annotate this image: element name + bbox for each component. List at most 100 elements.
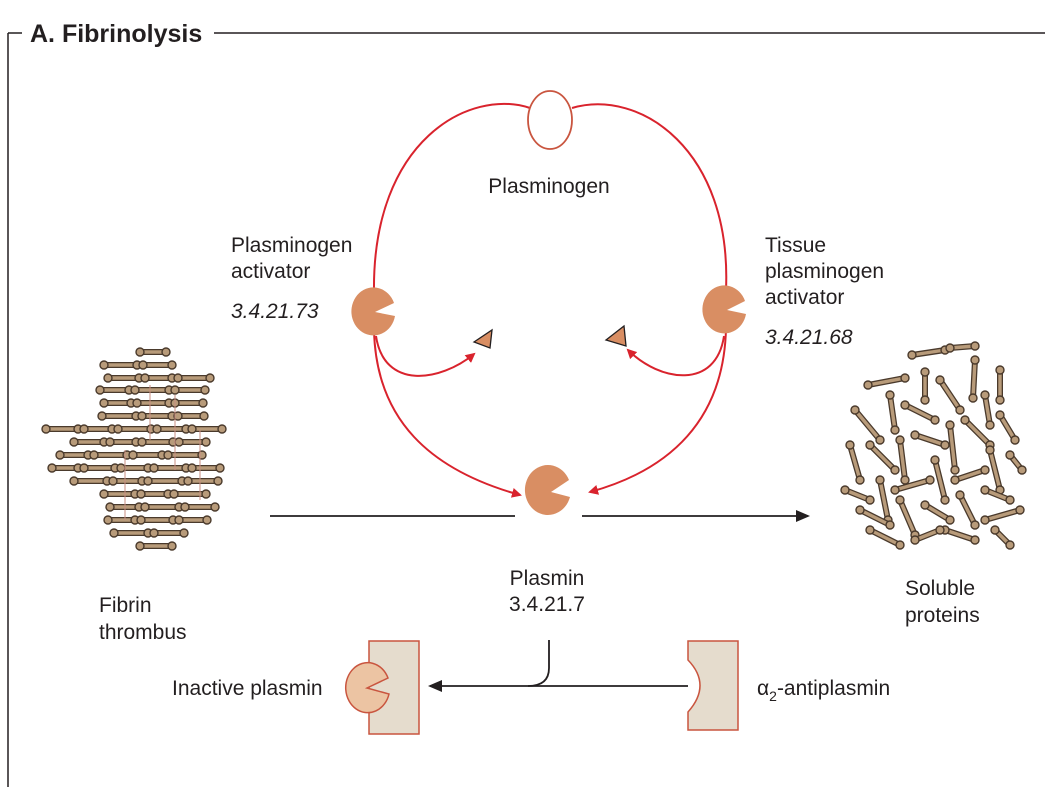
soluble-protein-fragment — [946, 342, 979, 352]
fibrin-fiber — [109, 477, 146, 485]
fibrin-fiber — [42, 425, 82, 433]
fibrin-fiber — [188, 464, 224, 472]
fibrin-fiber — [104, 516, 139, 524]
soluble-protein-fragment — [936, 376, 964, 414]
fibrin-fiber — [100, 490, 139, 498]
plasminogen-activator-enzyme — [351, 287, 395, 335]
plasminogen-activator-label: Plasminogen activator — [231, 234, 358, 283]
fibrin-thrombus-label: Fibrin thrombus — [99, 594, 187, 644]
fibrin-fiber — [80, 425, 116, 433]
inactive-complex-inhibitor — [369, 641, 419, 734]
left-cleaved-fragment — [474, 330, 492, 348]
soluble-protein-fragment — [896, 436, 909, 484]
fibrin-fiber — [144, 477, 186, 485]
fibrin-fiber — [136, 348, 170, 356]
plasmin-enzyme — [525, 465, 570, 515]
fibrin-fiber — [100, 361, 141, 369]
soluble-proteins-label: Soluble proteins — [905, 577, 981, 627]
fibrin-fiber — [48, 464, 82, 472]
fibrin-fiber — [174, 412, 208, 420]
fibrin-fiber — [137, 490, 172, 498]
plasmin-joins-inhibition-curve — [528, 640, 549, 686]
soluble-protein-fragment — [981, 506, 1024, 524]
soluble-protein-fragment — [991, 526, 1014, 549]
plasmin-label: Plasmin — [510, 567, 585, 590]
left-activation-arrow — [374, 330, 520, 495]
plasminogen-label: Plasminogen — [488, 175, 609, 198]
soluble-protein-fragment — [866, 441, 899, 474]
plasminogen-circle — [528, 91, 572, 149]
soluble-protein-fragment — [846, 441, 864, 484]
soluble-protein-fragment — [864, 374, 909, 389]
plasminogen-activator-ec: 3.4.21.73 — [231, 300, 319, 323]
soluble-protein-fragment — [996, 366, 1004, 404]
soluble-protein-fragment — [886, 391, 899, 434]
fibrin-fiber — [138, 438, 177, 446]
fibrin-fiber — [137, 516, 177, 524]
tissue-plasminogen-activator-label: Tissue plasminogen activator — [765, 234, 890, 309]
fibrin-fiber — [98, 412, 140, 420]
soluble-protein-fragment — [841, 486, 874, 504]
soluble-protein-fragment — [851, 406, 884, 444]
fibrin-fiber — [136, 542, 176, 550]
fibrin-fiber — [175, 516, 211, 524]
fibrin-fiber — [106, 438, 140, 446]
fibrin-fiber — [184, 477, 222, 485]
fibrin-fiber — [174, 374, 214, 382]
fibrin-fiber — [110, 529, 152, 537]
soluble-protein-fragment — [996, 411, 1019, 444]
fibrin-fiber — [150, 464, 190, 472]
fibrin-fiber — [70, 477, 111, 485]
soluble-protein-fragment — [921, 368, 929, 404]
soluble-protein-fragment — [896, 496, 919, 539]
fibrin-fiber — [131, 386, 173, 394]
fibrin-thrombus — [42, 348, 226, 550]
tissue-plasminogen-activator-ec: 3.4.21.68 — [765, 326, 853, 349]
fibrin-fiber — [80, 464, 119, 472]
fibrin-fiber — [175, 438, 210, 446]
fibrin-fiber — [133, 399, 173, 407]
soluble-protein-fragment — [911, 431, 949, 449]
fibrin-fiber — [139, 361, 176, 369]
soluble-protein-fragment — [901, 401, 939, 424]
fibrin-fiber — [141, 374, 176, 382]
soluble-protein-fragment — [908, 346, 949, 359]
fibrin-fiber — [70, 438, 108, 446]
soluble-protein-fragment — [969, 356, 979, 402]
fibrin-fiber — [104, 374, 143, 382]
soluble-protein-fragment — [1006, 451, 1026, 474]
plasmin-ec: 3.4.21.7 — [509, 593, 585, 616]
section-title: A. Fibrinolysis — [30, 20, 202, 48]
soluble-protein-fragment — [921, 501, 954, 524]
fibrin-fiber — [171, 386, 209, 394]
fibrin-fiber — [170, 490, 210, 498]
right-fragment-arrow — [628, 336, 724, 375]
fibrin-fiber — [141, 503, 183, 511]
fibrin-fiber — [129, 451, 166, 459]
antiplasmin-label: α2-antiplasmin — [757, 677, 890, 704]
right-cleaved-fragment — [606, 326, 626, 346]
soluble-protein-fragment — [956, 491, 979, 529]
soluble-protein-fragment — [891, 476, 934, 494]
fibrin-fiber — [181, 503, 219, 511]
tissue-plasminogen-activator-enzyme — [702, 285, 746, 333]
fibrin-fiber — [56, 451, 92, 459]
antiplasmin-inhibitor-shape — [688, 641, 738, 730]
fibrin-fiber — [138, 412, 176, 420]
soluble-protein-fragment — [866, 526, 904, 549]
fibrin-fiber — [153, 425, 190, 433]
soluble-protein-fragment — [981, 391, 994, 429]
fibrin-fiber — [150, 529, 188, 537]
left-fragment-arrow — [376, 336, 474, 376]
fibrin-fiber — [96, 386, 133, 394]
fibrin-fiber — [117, 464, 152, 472]
fibrin-fiber — [114, 425, 155, 433]
soluble-proteins-fragments — [841, 342, 1026, 549]
fibrin-fiber — [100, 399, 135, 407]
fibrin-fiber — [188, 425, 226, 433]
activation-cycle — [374, 104, 726, 495]
inactive-plasmin-label: Inactive plasmin — [172, 677, 323, 700]
right-activation-arrow — [590, 328, 726, 492]
fibrin-fiber — [171, 399, 207, 407]
